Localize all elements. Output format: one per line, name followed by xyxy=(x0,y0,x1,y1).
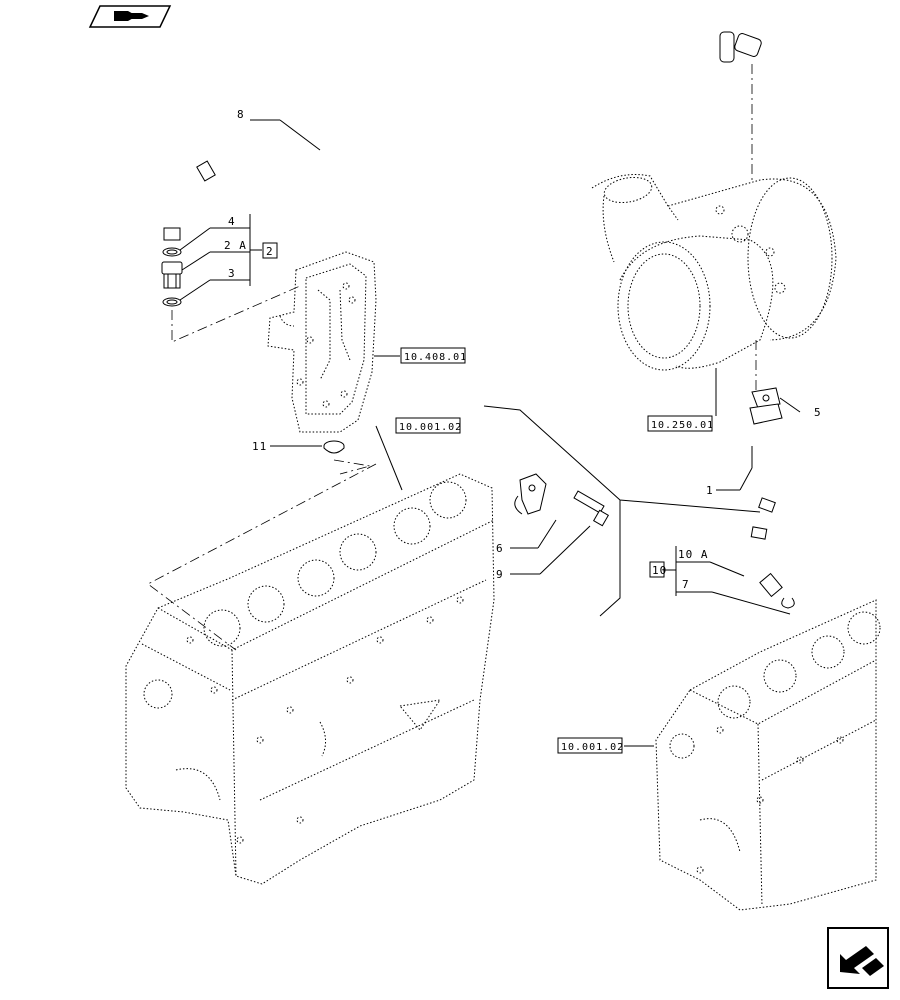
callout-group-2 xyxy=(179,214,262,301)
callout-2-box xyxy=(262,242,278,259)
callout-8: 8 xyxy=(237,108,245,121)
centerline-block xyxy=(147,463,377,651)
ref-turbo: 10.250.01 xyxy=(651,420,714,431)
screw-9 xyxy=(573,490,610,527)
page-back-icon[interactable] xyxy=(88,5,172,28)
next-page-arrow-icon[interactable] xyxy=(827,927,889,989)
callout-2: 2 xyxy=(266,245,274,258)
zoom-line-top xyxy=(483,405,761,513)
leader-block-main xyxy=(375,425,403,491)
ref-box-oil-filter xyxy=(400,347,466,364)
ref-box-turbo xyxy=(647,415,713,432)
callout-2a: 2 A xyxy=(224,239,247,252)
ref-block-main: 10.001.02 xyxy=(399,422,462,433)
leader-6b xyxy=(537,519,557,549)
ref-box-block-main xyxy=(395,417,461,434)
oil-drain-pipe xyxy=(742,403,795,609)
leader-1b xyxy=(739,467,753,491)
oil-inlet-pipe xyxy=(163,31,765,241)
callout-9: 9 xyxy=(496,568,504,581)
leader-5 xyxy=(779,397,801,413)
callout-5: 5 xyxy=(814,406,822,419)
callout-group-10 xyxy=(649,546,791,615)
leader-9b xyxy=(539,525,591,575)
plug-11 xyxy=(323,440,345,454)
centerline-plug xyxy=(333,459,371,475)
turbocharger xyxy=(591,174,837,371)
ref-block-secondary: 10.001.02 xyxy=(561,742,624,753)
callout-7: 7 xyxy=(682,578,690,591)
ref-box-block-secondary xyxy=(557,737,623,754)
callout-4: 4 xyxy=(228,215,236,228)
callout-3: 3 xyxy=(228,267,236,280)
adapter-parts xyxy=(161,247,183,307)
centerline-adapter xyxy=(171,285,301,343)
leader-8b xyxy=(279,119,321,151)
gasket-5 xyxy=(751,387,781,409)
oil-filter-head xyxy=(267,251,377,433)
ref-oil-filter: 10.408.01 xyxy=(404,352,467,363)
callout-10: 10 xyxy=(652,564,667,577)
engine-block-main xyxy=(125,473,495,885)
callout-6: 6 xyxy=(496,542,504,555)
callout-1: 1 xyxy=(706,484,714,497)
callout-10a: 10 A xyxy=(678,548,709,561)
bracket-6 xyxy=(514,473,547,515)
zoom-line-bottom xyxy=(599,500,621,617)
engine-block-secondary xyxy=(655,599,881,911)
callout-11: 11 xyxy=(252,440,267,453)
